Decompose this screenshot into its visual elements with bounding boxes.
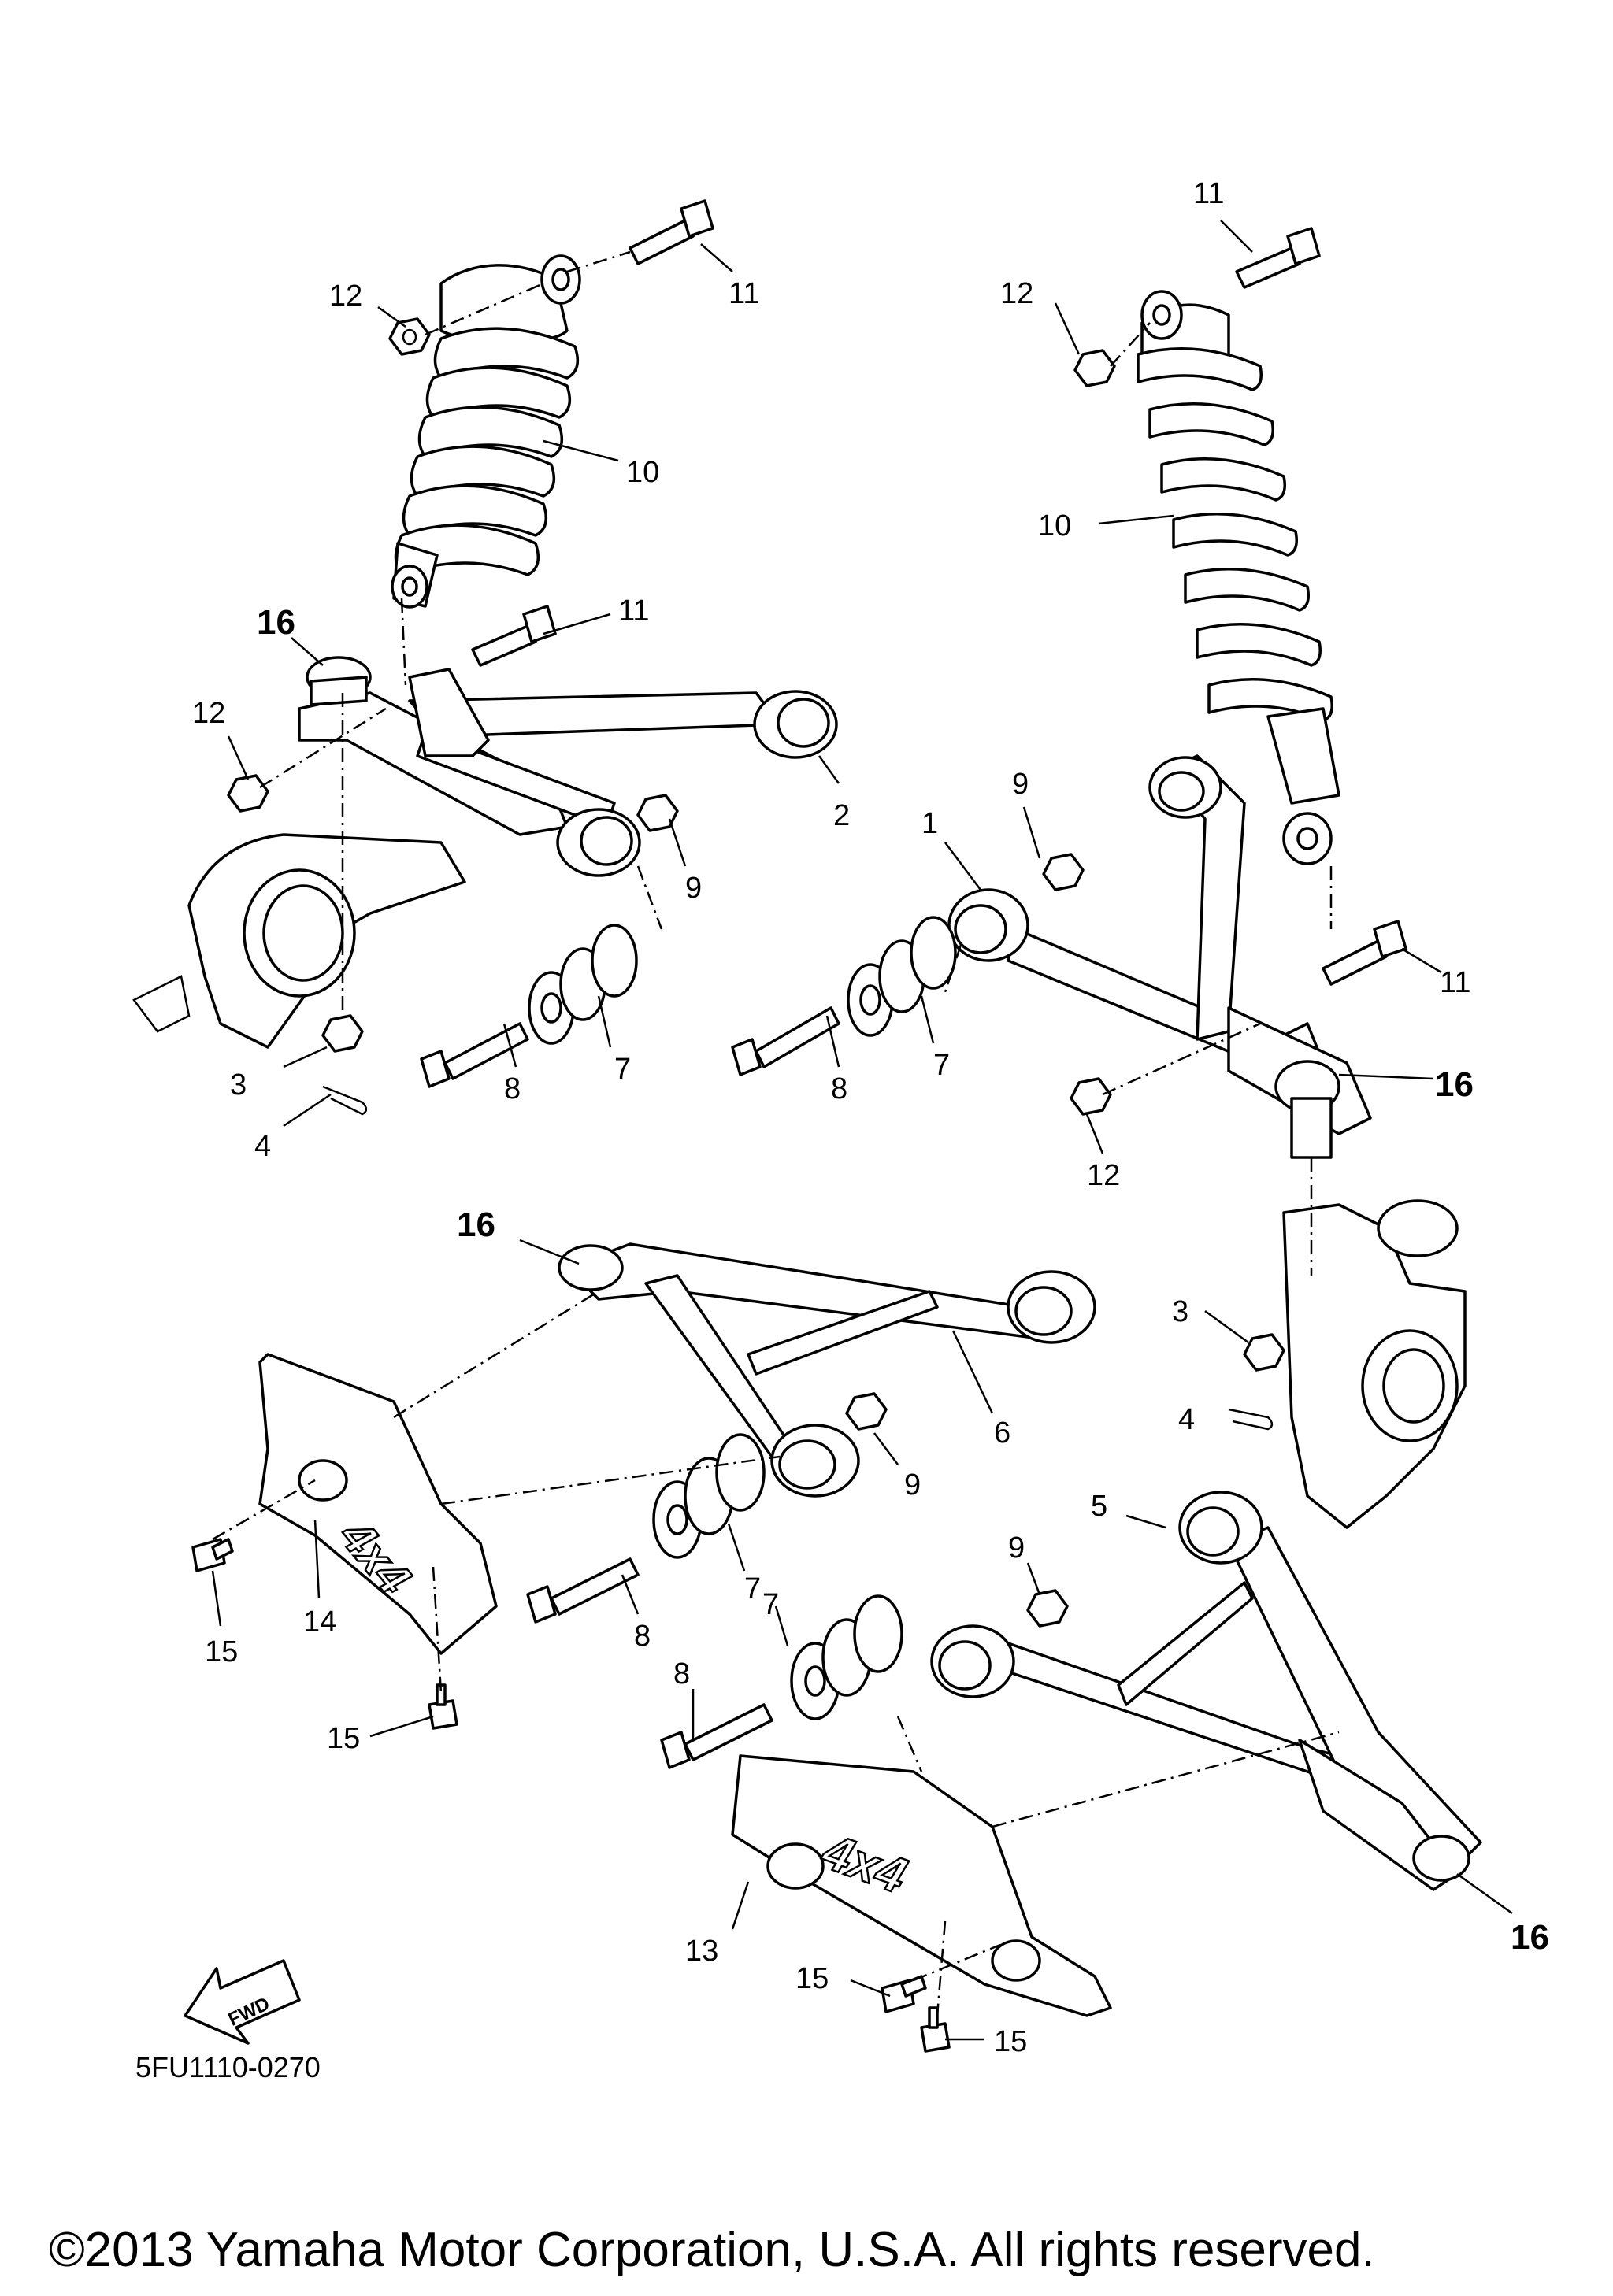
lower-arm-left-part-6 bbox=[558, 1242, 1096, 1498]
nut-3-right bbox=[1243, 1333, 1285, 1372]
cotter-pin-4-right bbox=[1228, 1408, 1274, 1431]
callout-16: 16 bbox=[1435, 1065, 1474, 1104]
guard-part-14: 4x4 bbox=[258, 1353, 498, 1655]
callout-16: 16 bbox=[1511, 1918, 1549, 1957]
callout-9: 9 bbox=[1008, 1531, 1025, 1565]
callout-9: 9 bbox=[685, 872, 702, 905]
callout-12: 12 bbox=[1000, 277, 1033, 310]
bolt-11-right-mid bbox=[1322, 920, 1407, 986]
callout-13: 13 bbox=[685, 1935, 718, 1968]
callout-2: 2 bbox=[833, 799, 850, 832]
guard-part-13: 4x4 bbox=[731, 1754, 1112, 2017]
bolt-11-left-top bbox=[629, 199, 714, 265]
bolt-11-right-top bbox=[1235, 227, 1321, 289]
callout-5: 5 bbox=[1091, 1490, 1107, 1523]
shock-absorber-right bbox=[1137, 290, 1340, 865]
callout-4: 4 bbox=[254, 1130, 271, 1163]
callout-7: 7 bbox=[762, 1588, 779, 1621]
knuckle-left bbox=[132, 833, 466, 1049]
callout-15: 15 bbox=[994, 2025, 1027, 2058]
callout-10: 10 bbox=[1038, 509, 1071, 543]
bushing-7-lower-a bbox=[652, 1433, 766, 1559]
bolt-15-a bbox=[191, 1538, 234, 1572]
cotter-pin-4-left bbox=[322, 1085, 368, 1116]
callout-15: 15 bbox=[205, 1635, 238, 1668]
shock-absorber-left bbox=[391, 254, 581, 609]
callout-11: 11 bbox=[618, 594, 649, 628]
callout-7: 7 bbox=[744, 1572, 761, 1605]
callout-8: 8 bbox=[831, 1072, 847, 1105]
callout-11: 11 bbox=[1193, 177, 1224, 210]
nut-3-left bbox=[321, 1014, 364, 1053]
bolt-15-d bbox=[920, 2006, 951, 2053]
upper-arm-left-part-2 bbox=[298, 656, 838, 877]
bushing-7-right bbox=[847, 916, 957, 1037]
diagram-code: 5FU1110-0270 bbox=[135, 2051, 321, 2083]
callout-16: 16 bbox=[257, 603, 295, 642]
bolt-8-right bbox=[731, 1006, 840, 1076]
bolt-15-c bbox=[881, 1975, 927, 2013]
knuckle-right bbox=[1282, 1199, 1467, 1529]
nut-12-right-mid bbox=[1070, 1077, 1112, 1116]
fwd-arrow-icon: FWD bbox=[184, 1959, 301, 2045]
nut-12-left-mid bbox=[227, 774, 269, 813]
callout-9: 9 bbox=[904, 1468, 921, 1502]
callout-12: 12 bbox=[192, 697, 225, 730]
nut-12-left-top bbox=[388, 317, 431, 356]
callout-16: 16 bbox=[457, 1205, 495, 1244]
callout-3: 3 bbox=[1172, 1295, 1188, 1328]
nut-9-lower-right bbox=[1026, 1589, 1069, 1628]
callout-labels: 11 12 10 16 11 12 2 9 3 4 8 7 11 12 10 9… bbox=[192, 177, 1549, 2058]
callout-8: 8 bbox=[673, 1657, 690, 1691]
bolt-11-left-mid bbox=[471, 605, 557, 667]
callout-12: 12 bbox=[1087, 1159, 1120, 1192]
bushing-7-left bbox=[528, 924, 638, 1045]
callout-7: 7 bbox=[933, 1049, 950, 1082]
callout-12: 12 bbox=[329, 280, 362, 313]
bolt-15-b bbox=[428, 1683, 458, 1730]
bushing-7-lower-b bbox=[790, 1594, 903, 1720]
callout-8: 8 bbox=[634, 1620, 651, 1653]
callout-1: 1 bbox=[921, 807, 938, 840]
callout-6: 6 bbox=[994, 1416, 1010, 1450]
callout-9: 9 bbox=[1012, 768, 1029, 801]
nut-12-right-top bbox=[1073, 349, 1116, 387]
bolt-8-lower-b bbox=[660, 1703, 773, 1769]
callout-7: 7 bbox=[614, 1053, 631, 1086]
upper-arm-right-part-1 bbox=[947, 754, 1372, 1159]
callout-15: 15 bbox=[327, 1722, 360, 1755]
callout-11: 11 bbox=[1440, 966, 1470, 999]
nut-9-left bbox=[636, 794, 679, 832]
leader-lines bbox=[211, 220, 1513, 2041]
lower-arm-right-part-5 bbox=[930, 1491, 1482, 1891]
callout-8: 8 bbox=[504, 1072, 521, 1105]
nut-9-lower-left bbox=[845, 1392, 888, 1431]
bolt-8-lower-a bbox=[526, 1557, 640, 1624]
callout-3: 3 bbox=[230, 1068, 247, 1102]
callout-14: 14 bbox=[303, 1605, 336, 1639]
callout-11: 11 bbox=[729, 277, 759, 310]
copyright-notice: ©2013 Yamaha Motor Corporation, U.S.A. A… bbox=[49, 2223, 1375, 2277]
callout-15: 15 bbox=[795, 1962, 829, 1995]
callout-10: 10 bbox=[626, 456, 659, 489]
nut-9-right bbox=[1042, 853, 1085, 891]
callout-4: 4 bbox=[1178, 1403, 1195, 1436]
